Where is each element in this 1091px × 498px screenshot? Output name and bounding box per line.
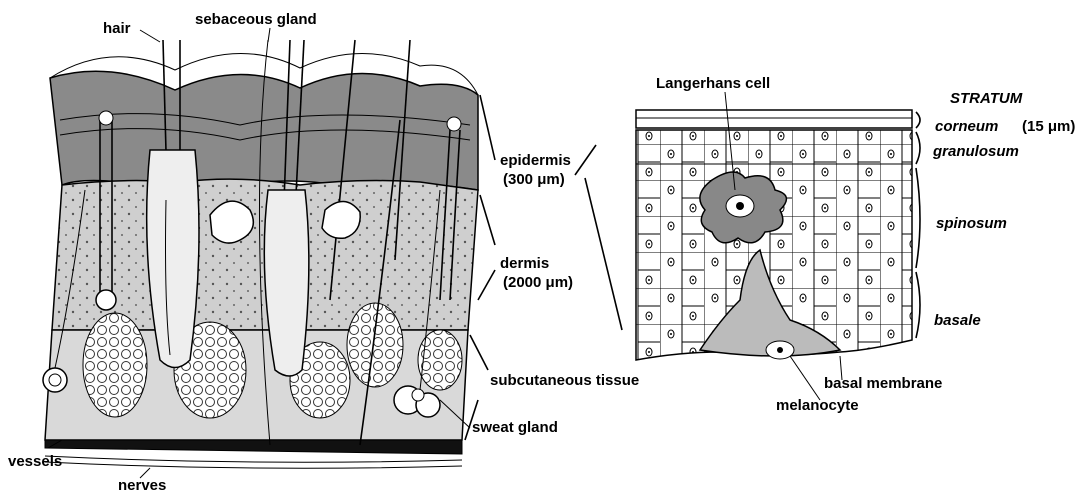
label-epidermis-thickness: (300 μm) [503,171,565,188]
label-hair: hair [103,20,131,37]
label-langerhans-cell: Langerhans cell [656,75,770,92]
epidermis-detail [636,92,920,400]
label-stratum-corneum: corneum [935,118,998,135]
stratum-heading: STRATUM [950,90,1023,107]
label-stratum-basale: basale [934,312,981,329]
label-stratum-spinosum: spinosum [936,215,1007,232]
stratum-corneum-layer [636,110,912,128]
label-sweat-gland: sweat gland [472,419,558,436]
label-melanocyte: melanocyte [776,397,859,414]
label-epidermis: epidermis [500,152,571,169]
label-vessels: vessels [8,453,62,470]
label-nerves: nerves [118,477,166,494]
label-basal-membrane: basal membrane [824,375,942,392]
label-dermis: dermis [500,255,549,272]
label-dermis-thickness: (2000 μm) [503,274,573,291]
label-corneum-thickness: (15 μm) [1022,118,1075,135]
label-sebaceous-gland: sebaceous gland [195,11,317,28]
label-stratum-granulosum: granulosum [932,143,1019,160]
label-subcutaneous-tissue: subcutaneous tissue [490,372,639,389]
vessel-band [45,440,462,454]
skin-cross-section [43,40,478,468]
